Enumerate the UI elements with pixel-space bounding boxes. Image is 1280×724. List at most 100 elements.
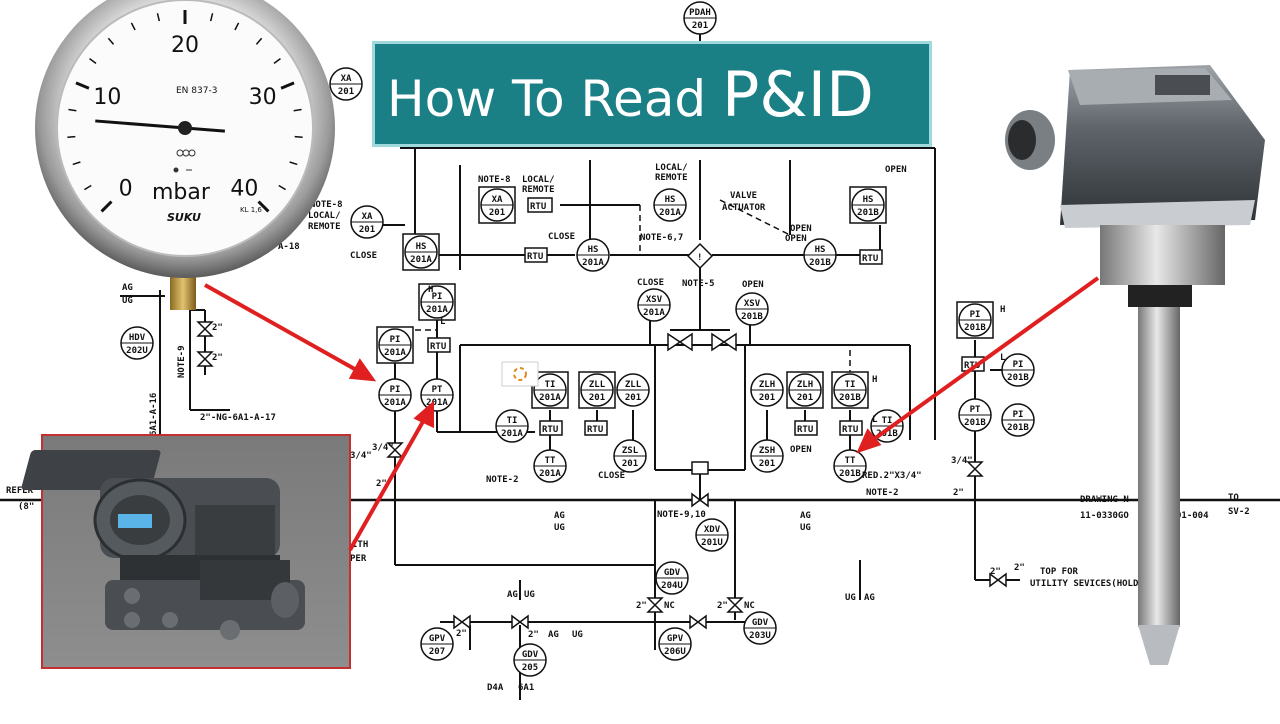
gauge-brand-logo: SUKU [167,211,201,224]
gauge-tick [89,58,97,64]
instrument-number: 206U [664,647,686,657]
instrument-tag: TT [545,456,556,466]
gauge-tick [278,184,287,191]
instrument-number: 201U [701,538,723,548]
signal-lines [395,199,851,385]
instrument-number: 201A [539,469,561,479]
note-label: A-18 [278,242,300,252]
note-label: UTILITY SEVICES(HOLD) [1030,579,1144,589]
gauge-tick [234,22,240,31]
instrument-number: 201B [839,469,861,479]
gauge-pointer [95,119,225,133]
instrument-tag: PI [1013,360,1024,370]
note-label: AG [800,511,811,521]
gauge-tick [255,37,263,45]
instrument-number: 201 [759,393,775,403]
instrument-tag: ZLL [625,380,642,390]
instrument-number: 207 [429,647,445,657]
note-label: 2" [376,479,387,489]
instrument-tag: ZSH [759,446,775,456]
note-label: NOTE-2 [866,488,899,498]
note-label: 2" [528,630,539,640]
note-label: 6A1 [518,683,534,693]
note-label: SV-2 [1228,507,1250,517]
gauge-unit-text: mbar [152,180,211,205]
note-label: VALVE [730,191,757,201]
rtu-label: RTU [527,252,543,262]
gauge-tick [130,22,136,31]
instrument-tag: GDV [752,618,769,628]
note-label: 3/4" [350,451,372,461]
note-label: H [1000,305,1005,315]
gauge-tick [257,200,270,213]
instrument-bubble-zll201-c: ZLL 201 [616,373,650,407]
note-label: AG [122,283,133,293]
instrument-tag: PI [970,310,981,320]
instrument-number: 205 [522,663,538,673]
instrument-number: 201 [759,459,775,469]
note-label: 2"-NG-6A1-A-17 [200,413,276,423]
note-label: AG [507,590,518,600]
gate-valve-icon [646,597,664,613]
note-label: 6A1-A-16 [149,393,159,436]
rtu-label: RTU [430,342,446,352]
note-label: NOTE-9 [177,345,187,378]
instrument-number: 201 [489,208,505,218]
note-label: 2" [212,323,223,333]
instrument-number: 201A [384,398,406,408]
note-label: TO [1228,493,1239,503]
note-label: UG [524,590,535,600]
instrument-number: 201B [809,258,831,268]
instrument-number: 201 [622,459,638,469]
instrument-tag: XA [341,74,352,84]
note-label: OPEN [785,234,807,244]
instrument-tag: PT [432,385,443,395]
gauge-tick [83,184,92,191]
gauge-tick [293,108,302,112]
gauge-tick-label: 20 [171,33,199,58]
instrument-number: 201B [1007,373,1029,383]
instrument-tag: ZLH [759,380,775,390]
instrument-tag: PI [390,335,401,345]
instrument-tag: ZLL [589,380,606,390]
instrument-number: 201A [539,393,561,403]
gauge-class-text: KL 1,6 [240,206,262,214]
rtu-label: RTU [964,361,980,371]
note-label: 2" [212,353,223,363]
rtu-label: RTU [587,425,603,435]
instrument-number: 201 [625,393,641,403]
note-label: LOCAL/ [522,175,555,185]
gate-valve-icon [196,321,214,337]
pointer-arrows [204,276,1100,551]
instrument-number: 203U [749,631,771,641]
gate-valve-icon [966,461,984,477]
gate-valve-icon [989,572,1007,588]
instrument-number: 201A [501,429,523,439]
note-label: UG [554,523,565,533]
note-label: NOTE-6,7 [640,233,683,243]
pid-annotations: NOTE-8 LOCAL/ REMOTE LOCAL/ REMOTE NOTE-… [6,163,1250,693]
note-label: UG [122,296,133,306]
gauge-tick [68,108,77,112]
gauge-tick-label: 30 [249,85,277,110]
instrument-tag: PT [970,405,981,415]
instrument-number: 201 [692,21,708,31]
instrument-tag: XSV [646,295,663,305]
instrument-tag: HS [863,195,874,205]
instrument-tag: PI [390,385,401,395]
note-label: NOTE-9,10 [657,510,706,520]
rtu-label: RTU [530,202,546,212]
